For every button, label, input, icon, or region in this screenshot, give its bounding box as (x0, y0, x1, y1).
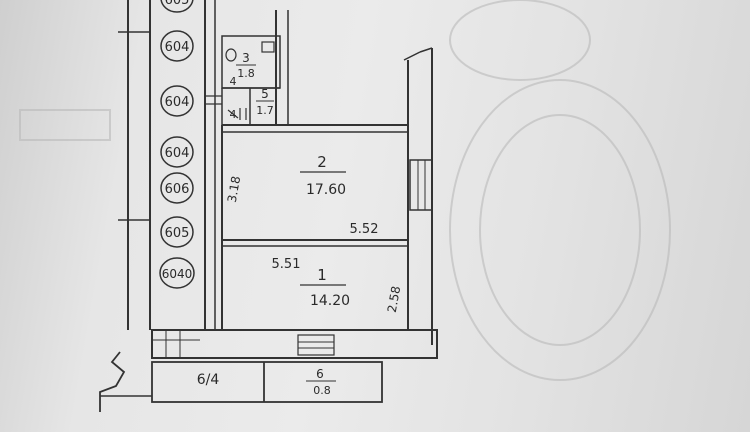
small-room-area: 1.8 (237, 67, 255, 80)
shaft-label: 6040 (162, 267, 193, 281)
room-dimension: 5.52 (350, 222, 379, 237)
misc-mark: 4 (230, 108, 237, 121)
shaft-label: 605 (165, 226, 190, 241)
shaft-column (118, 0, 216, 330)
shaft-circle: 606 (160, 172, 194, 204)
room-number: 1 (317, 266, 327, 284)
shaft-label: 605 (165, 0, 190, 8)
small-room-area: 1.7 (256, 104, 274, 117)
shaft-circle: 605 (160, 216, 194, 248)
misc-mark: 6/4 (197, 372, 220, 388)
shaft-circle: 604 (160, 30, 194, 62)
room-number: 2 (317, 153, 327, 171)
small-room-area: 0.8 (313, 384, 331, 397)
small-room-number: 6 (316, 367, 324, 381)
shaft-label: 604 (165, 95, 190, 110)
shaft-label: 604 (165, 146, 190, 161)
shaft-label: 604 (165, 40, 190, 55)
lower-corridor (99, 329, 438, 412)
room-dimension: 5.51 (272, 257, 301, 272)
misc-mark: 4 (230, 75, 237, 88)
small-room-number: 3 (242, 51, 250, 65)
shaft-circle: 6040 (159, 257, 195, 289)
room-area: 17.60 (306, 182, 346, 198)
room-dimension: 3.18 (225, 175, 243, 204)
shaft-circle: 604 (160, 136, 194, 168)
room-dimension: 2.58 (385, 285, 403, 314)
room-area: 14.20 (310, 293, 350, 309)
shaft-circle: 604 (160, 85, 194, 117)
bathroom-block (205, 10, 289, 125)
shaft-label: 606 (165, 182, 190, 197)
shaft-circle: 605 (160, 0, 194, 13)
small-room-number: 5 (261, 87, 269, 101)
stamp-watermark (19, 0, 671, 381)
apartment-walls (221, 47, 433, 345)
